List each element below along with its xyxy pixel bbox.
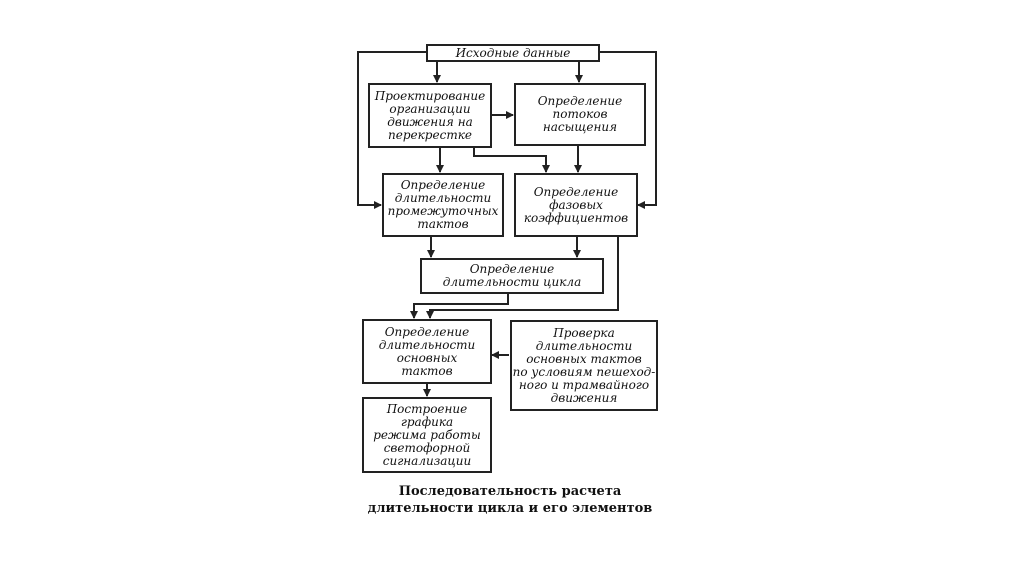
box-phase-coefficients-label: Определение фазовых коэффициентов [523, 184, 629, 225]
box-signal-schedule: Построение графика режима работы светофо… [362, 397, 492, 473]
box-cycle-length-label: Определение длительности цикла [442, 262, 582, 289]
figure-caption: Последовательность расчета длительности … [330, 483, 690, 517]
box-intersection-design-label: Проектирование организации движения на п… [374, 88, 486, 142]
arrow-input-to-intermediate [357, 51, 426, 209]
arrow-phase-to-main [426, 237, 619, 319]
box-signal-schedule-label: Построение графика режима работы светофо… [373, 401, 481, 468]
box-intermediate-phases-label: Определение длительности промежуточных т… [387, 178, 499, 231]
box-main-phases: Определение длительности основных тактов [362, 319, 492, 384]
caption-line-1: Последовательность расчета [398, 484, 622, 499]
box-intersection-design: Проектирование организации движения на п… [368, 83, 492, 148]
box-input-data: Исходные данные [426, 44, 600, 62]
box-phase-coefficients: Определение фазовых коэффициентов [514, 173, 638, 237]
box-saturation-flows: Определение потоков насыщения [514, 83, 646, 146]
arrow-design-to-phase [473, 148, 550, 173]
arrow-cycle-to-main [410, 294, 509, 319]
box-intermediate-phases: Определение длительности промежуточных т… [382, 173, 504, 237]
box-saturation-flows-label: Определение потоков насыщения [537, 94, 623, 134]
box-input-data-label: Исходные данные [455, 45, 571, 60]
box-pedestrian-tram-check-label: Проверка длительности основных тактов по… [512, 325, 656, 405]
box-cycle-length: Определение длительности цикла [420, 258, 604, 294]
caption-line-2: длительности цикла и его элементов [367, 501, 653, 516]
box-main-phases-label: Определение длительности основных тактов [378, 324, 476, 378]
arrow-input-to-phase [600, 51, 657, 209]
box-pedestrian-tram-check: Проверка длительности основных тактов по… [510, 320, 658, 411]
